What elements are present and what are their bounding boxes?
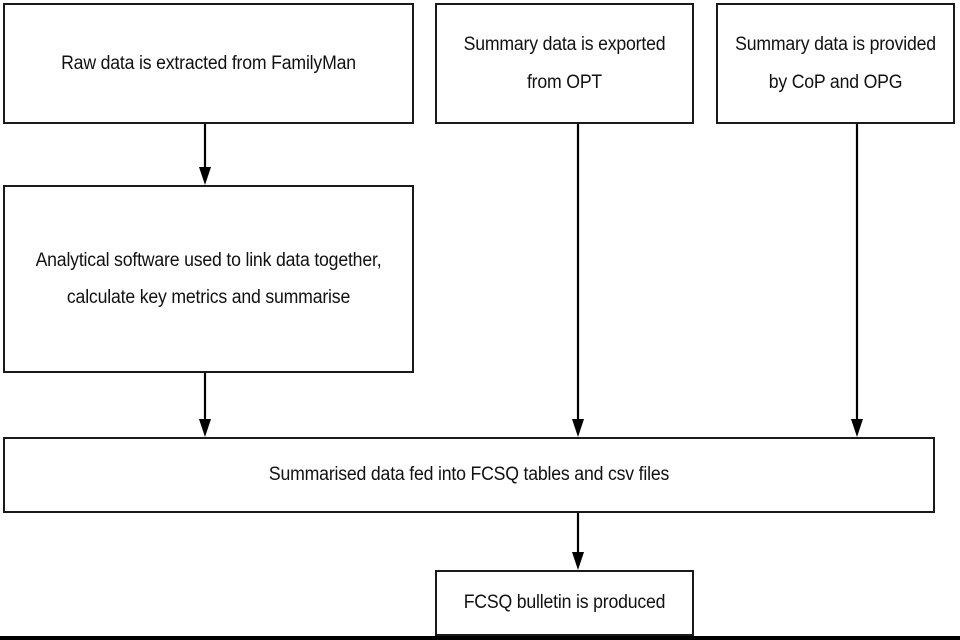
arrow-summary-opt-to-summarised-data	[568, 124, 588, 438]
arrow-summarised-data-to-fcsq-bulletin	[568, 513, 588, 571]
node-analytical-software-label: Analytical software used to link data to…	[35, 249, 382, 308]
frame-bottom-rule	[0, 636, 960, 640]
node-summary-cop-opg-label: Summary data is provided by CoP and OPG	[735, 34, 936, 93]
arrow-raw-data-to-analytical-software	[195, 124, 215, 186]
node-fcsq-bulletin[interactable]: FCSQ bulletin is produced	[435, 570, 694, 636]
arrow-summary-cop-opg-to-summarised-data	[847, 124, 867, 438]
node-summary-cop-opg[interactable]: Summary data is provided by CoP and OPG	[716, 3, 955, 124]
node-summarised-data-label: Summarised data fed into FCSQ tables and…	[268, 463, 670, 485]
node-summarised-data[interactable]: Summarised data fed into FCSQ tables and…	[3, 437, 935, 513]
node-raw-data-label: Raw data is extracted from FamilyMan	[61, 52, 356, 74]
node-analytical-software[interactable]: Analytical software used to link data to…	[3, 185, 414, 373]
node-summary-opt[interactable]: Summary data is exported from OPT	[435, 3, 694, 124]
node-raw-data[interactable]: Raw data is extracted from FamilyMan	[3, 3, 414, 124]
arrow-analytical-software-to-summarised-data	[195, 373, 215, 438]
node-summary-opt-label: Summary data is exported from OPT	[463, 34, 666, 93]
node-fcsq-bulletin-label: FCSQ bulletin is produced	[463, 591, 666, 613]
